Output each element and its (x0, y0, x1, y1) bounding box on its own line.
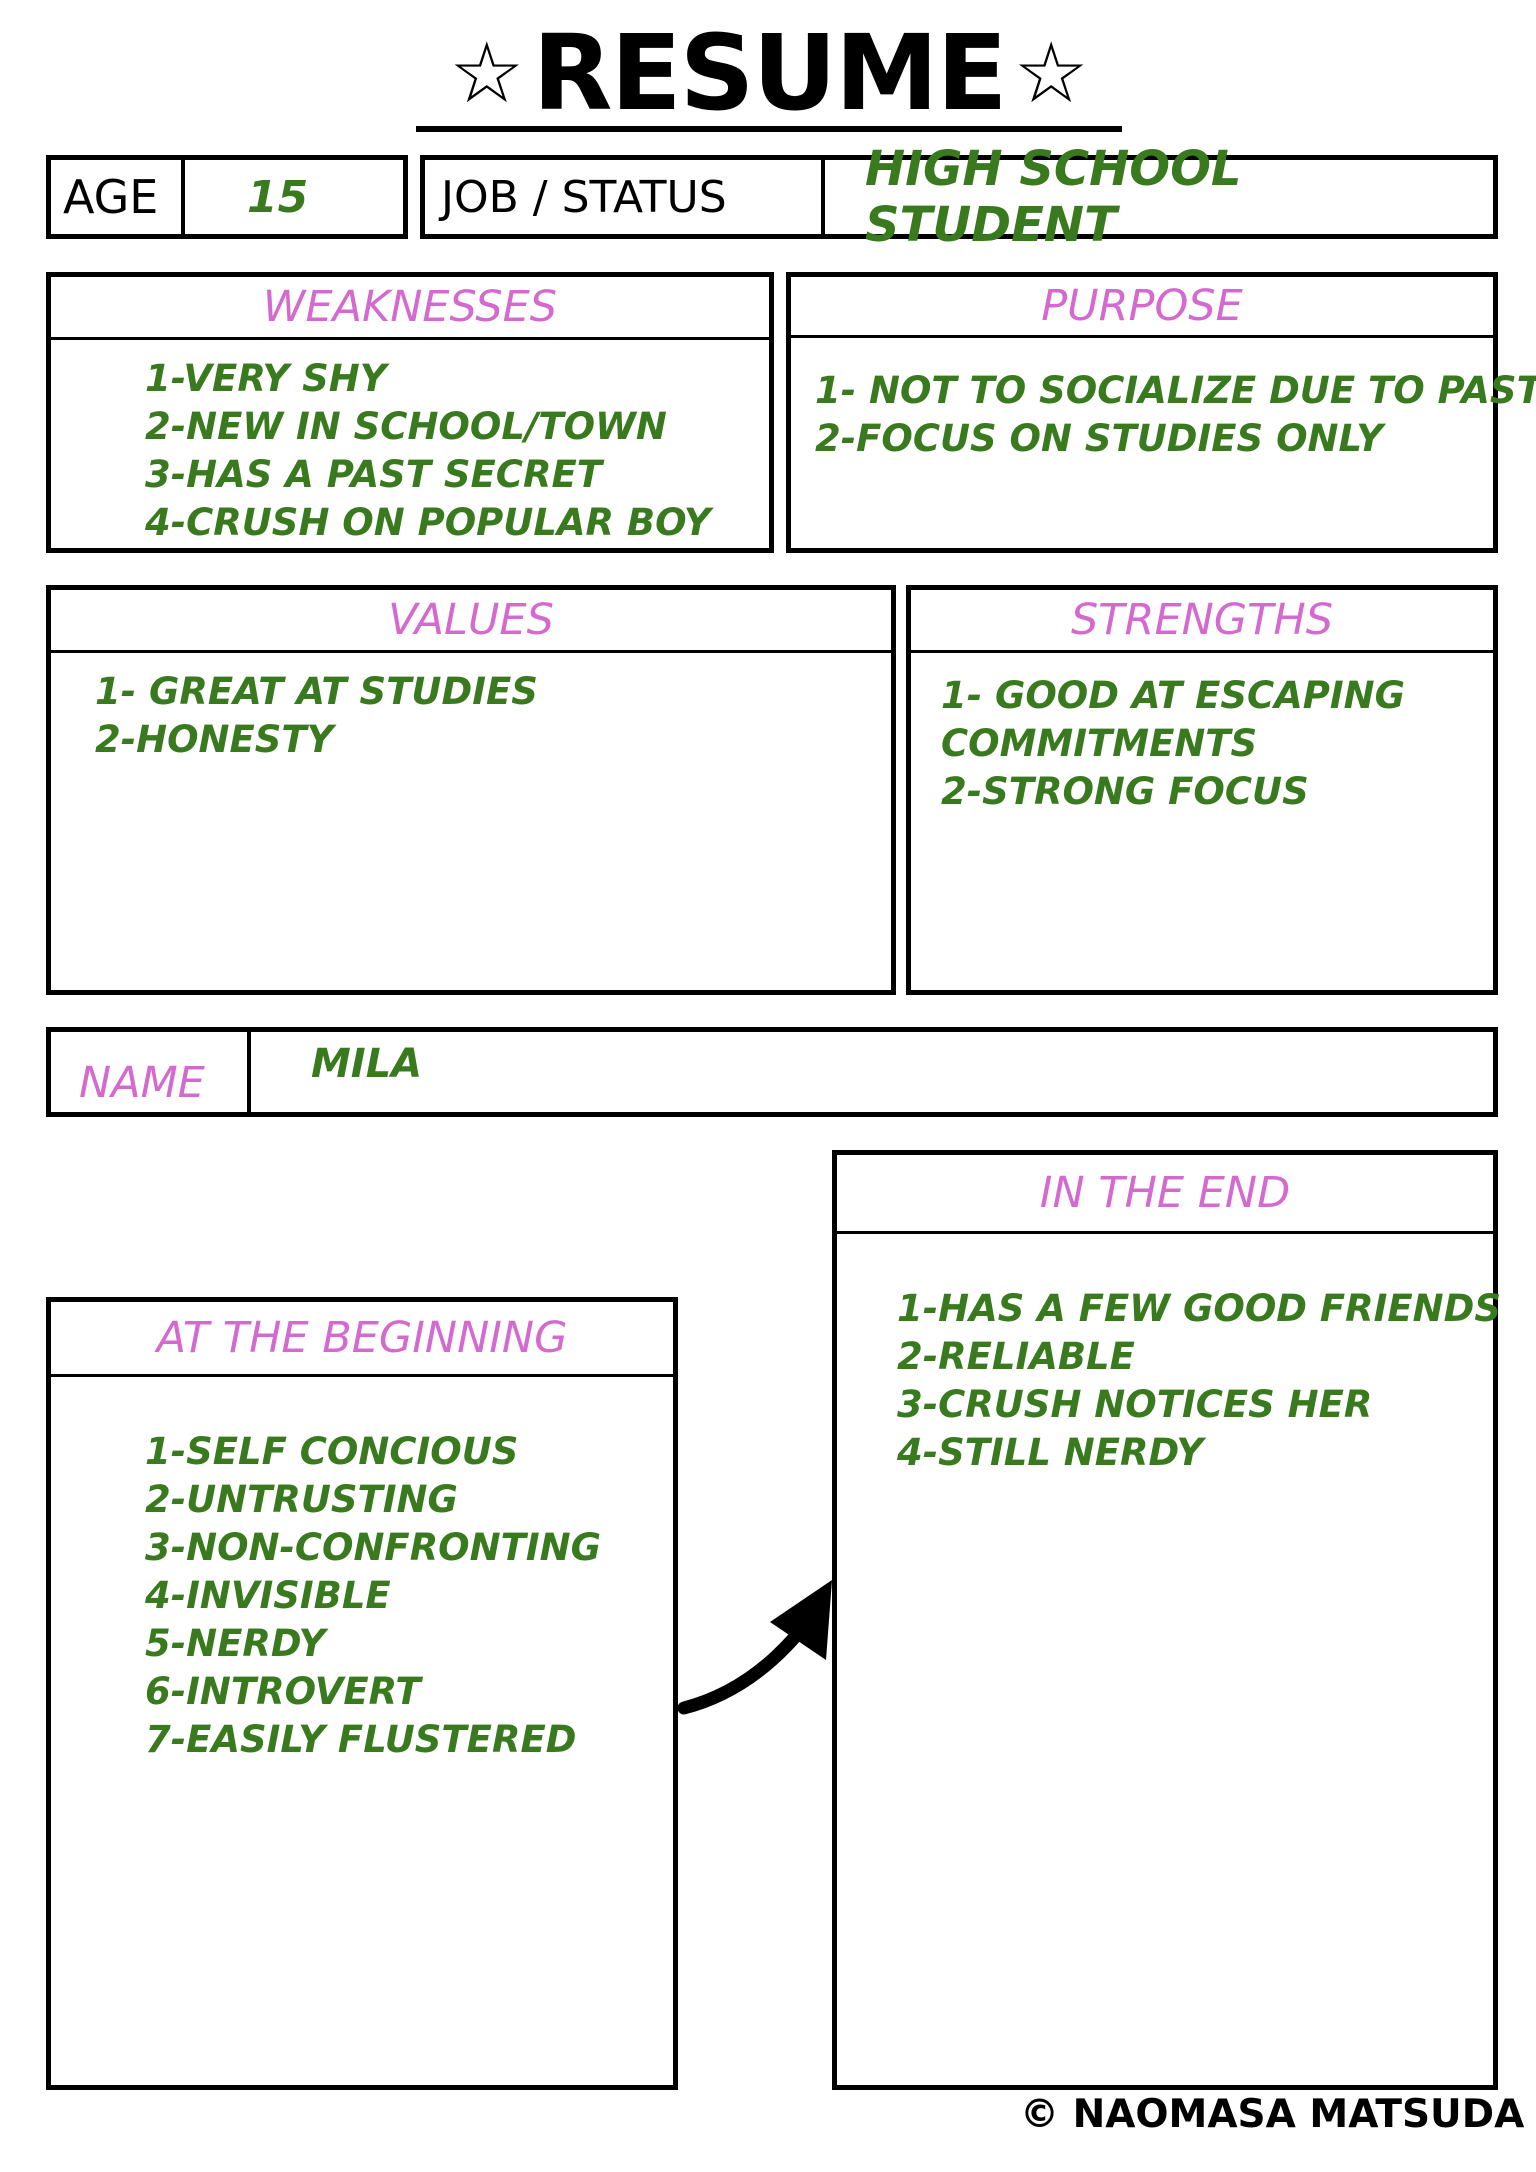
list-item: 2-HONESTY (95, 718, 334, 761)
list-item: 1- GREAT AT STUDIES (95, 670, 538, 713)
in-the-end-box: IN THE END 1-HAS A FEW GOOD FRIENDS 2-RE… (832, 1150, 1501, 2090)
name-value: MILA (311, 1041, 423, 1087)
curved-arrow-icon (677, 1580, 832, 1715)
purpose-box: PURPOSE 1- NOT TO SOCIALIZE DUE TO PAST … (786, 272, 1536, 553)
list-item: 4-STILL NERDY (897, 1431, 1204, 1474)
list-item: 5-NERDY (145, 1622, 326, 1665)
star-icon: ☆ (1013, 24, 1089, 122)
copyright-text: © NAOMASA MATSUDA (1020, 2091, 1525, 2137)
weaknesses-list: 1-VERY SHY 2-NEW IN SCHOOL/TOWN 3-HAS A … (145, 355, 711, 547)
star-icon: ☆ (449, 24, 525, 122)
list-item: 4-INVISIBLE (145, 1574, 391, 1617)
strengths-list: 1- GOOD AT ESCAPING COMMITMENTS 2-STRONG… (941, 672, 1405, 816)
list-item: 1-VERY SHY (145, 357, 387, 400)
purpose-list: 1- NOT TO SOCIALIZE DUE TO PAST 2-FOCUS … (815, 367, 1536, 463)
list-item: 3-CRUSH NOTICES HER (897, 1383, 1373, 1426)
age-field: AGE 15 (46, 155, 408, 239)
name-label: NAME (79, 1058, 205, 1108)
job-label: JOB / STATUS (441, 171, 727, 223)
values-title: VALUES (51, 590, 891, 653)
title-text: RESUME (532, 12, 1007, 134)
name-field: NAME MILA (46, 1027, 1498, 1117)
age-label: AGE (63, 170, 159, 224)
at-the-beginning-title: AT THE BEGINNING (51, 1302, 673, 1377)
weaknesses-title: WEAKNESSES (51, 277, 769, 340)
list-item: 2-NEW IN SCHOOL/TOWN (145, 405, 667, 448)
purpose-title: PURPOSE (791, 277, 1493, 338)
at-the-beginning-box: AT THE BEGINNING 1-SELF CONCIOUS 2-UNTRU… (46, 1297, 678, 2090)
list-item: 7-EASILY FLUSTERED (145, 1718, 577, 1761)
list-item: 2-RELIABLE (897, 1335, 1135, 1378)
values-box: VALUES 1- GREAT AT STUDIES 2-HONESTY (46, 585, 896, 995)
in-the-end-list: 1-HAS A FEW GOOD FRIENDS 2-RELIABLE 3-CR… (897, 1285, 1501, 1477)
strengths-box: STRENGTHS 1- GOOD AT ESCAPING COMMITMENT… (906, 585, 1498, 995)
list-item: 1-HAS A FEW GOOD FRIENDS (897, 1287, 1501, 1330)
list-item: COMMITMENTS (941, 722, 1258, 765)
list-item: 6-INTROVERT (145, 1670, 421, 1713)
age-value: 15 (247, 171, 309, 223)
at-the-beginning-list: 1-SELF CONCIOUS 2-UNTRUSTING 3-NON-CONFR… (145, 1428, 601, 1764)
list-item: 2-UNTRUSTING (145, 1478, 458, 1521)
job-status-field: JOB / STATUS HIGH SCHOOL STUDENT (420, 141, 1498, 253)
in-the-end-title: IN THE END (837, 1155, 1493, 1234)
list-item: 3-HAS A PAST SECRET (145, 453, 602, 496)
strengths-title: STRENGTHS (911, 590, 1493, 653)
list-item: 3-NON-CONFRONTING (145, 1526, 601, 1569)
list-item: 1-SELF CONCIOUS (145, 1430, 519, 1473)
weaknesses-box: WEAKNESSES 1-VERY SHY 2-NEW IN SCHOOL/TO… (46, 272, 774, 553)
list-item: 2-STRONG FOCUS (941, 770, 1309, 813)
job-value: HIGH SCHOOL STUDENT (865, 141, 1242, 253)
list-item: 4-CRUSH ON POPULAR BOY (145, 501, 711, 544)
list-item: 1- NOT TO SOCIALIZE DUE TO PAST (815, 369, 1536, 412)
list-item: 1- GOOD AT ESCAPING (941, 674, 1405, 717)
values-list: 1- GREAT AT STUDIES 2-HONESTY (95, 668, 538, 764)
resume-title: ☆ RESUME ☆ (416, 20, 1122, 132)
list-item: 2-FOCUS ON STUDIES ONLY (815, 417, 1384, 460)
